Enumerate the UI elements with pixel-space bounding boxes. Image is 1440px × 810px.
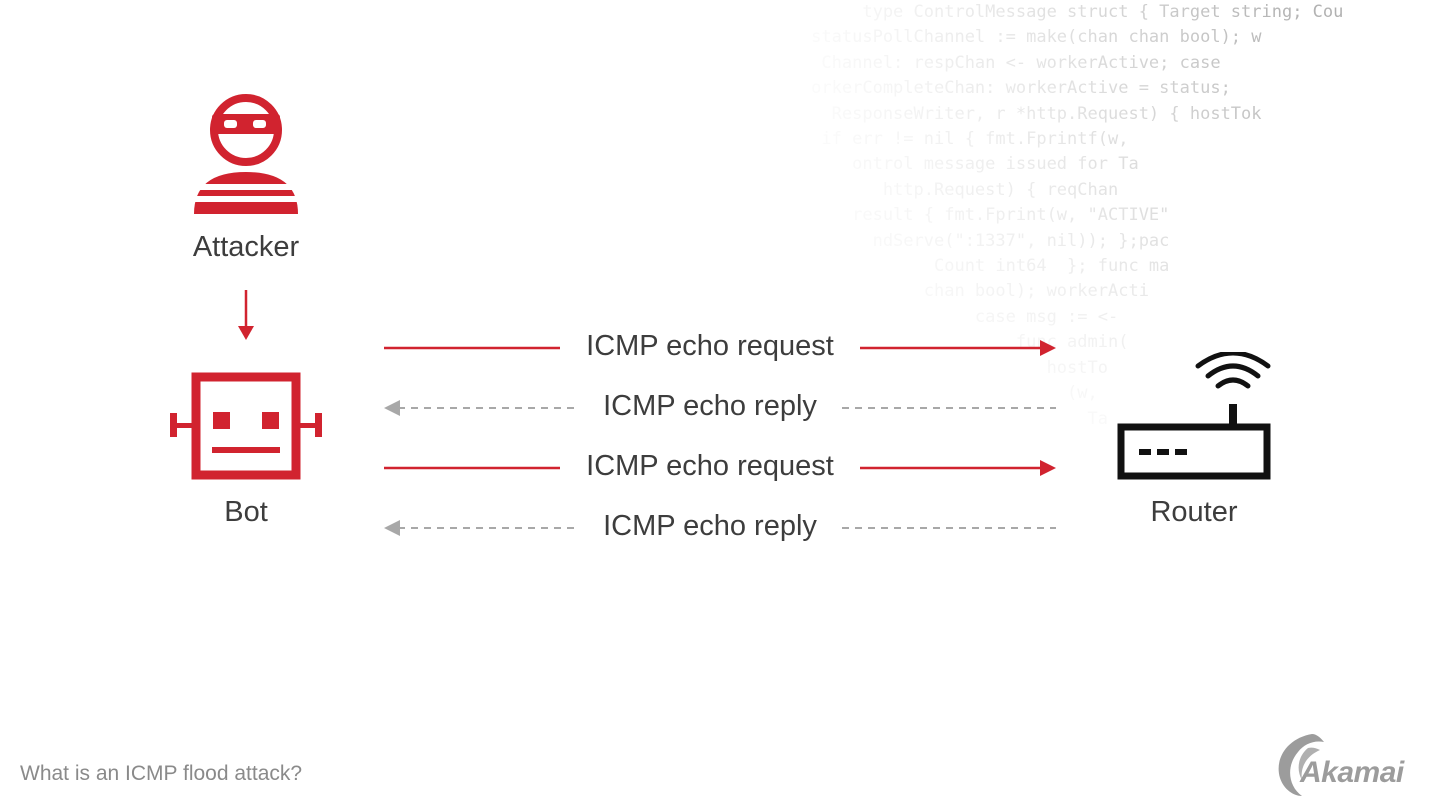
arrow-head [384,520,400,536]
router-icon [1117,352,1271,480]
akamai-logo-icon [1278,734,1324,796]
attacker-label: Attacker [192,231,300,263]
reply-arrow [384,400,1056,416]
attacker-icon [194,94,298,214]
reply-label: ICMP echo reply [603,510,817,542]
attacker-to-bot-arrow [238,290,254,340]
router-label: Router [1150,496,1238,528]
request-arrow [384,460,1056,476]
arrow-head [1040,460,1056,476]
request-label: ICMP echo request [586,330,834,362]
akamai-wordmark: Akamai [1300,756,1404,789]
arrow-head [1040,340,1056,356]
reply-label: ICMP echo reply [603,390,817,422]
arrow-head [384,400,400,416]
request-arrow [384,340,1056,356]
page-caption: What is an ICMP flood attack? [20,762,303,785]
bot-icon [170,372,322,480]
bot-label: Bot [224,496,268,528]
reply-arrow [384,520,1056,536]
request-label: ICMP echo request [586,450,834,482]
